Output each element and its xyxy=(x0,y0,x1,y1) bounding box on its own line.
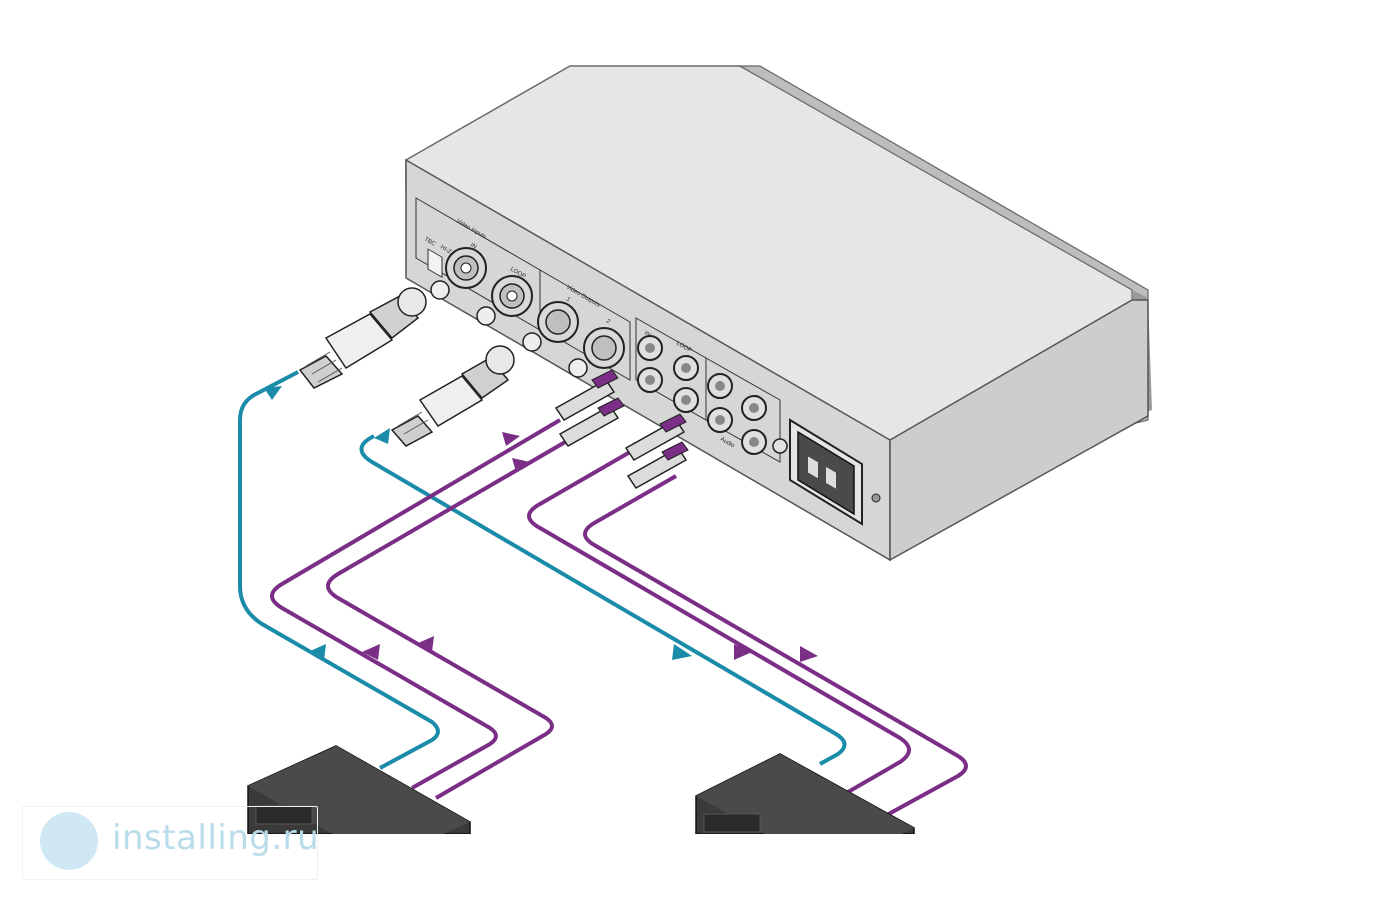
rca-plugs xyxy=(554,369,689,489)
scaler-device: Video Inputs Video Outputs TBC HI-Z IN L… xyxy=(405,65,1152,562)
rca-jack xyxy=(522,332,542,352)
bottom-mask xyxy=(190,834,1210,900)
bnc-plug-output xyxy=(390,345,515,447)
audio-input-cable-left xyxy=(270,418,562,790)
arrow-video-in-lower-icon xyxy=(308,644,326,660)
flow-arrows xyxy=(264,386,818,662)
termination-switch xyxy=(427,248,443,278)
audio-output-cable-left xyxy=(527,450,911,794)
arrow-audio-out-icon xyxy=(800,646,818,662)
power-inlet xyxy=(789,418,881,526)
video-input-cable xyxy=(238,370,440,770)
bnc-loop-connector xyxy=(491,275,533,317)
device-right-face xyxy=(889,299,1149,562)
video-outputs-frame xyxy=(539,269,631,381)
label-in: IN xyxy=(469,243,477,251)
bnc-plug-input xyxy=(298,287,427,389)
audio-outputs-frame xyxy=(705,357,781,463)
arrow-audio-in-upper-icon xyxy=(512,458,530,472)
bnc-in-connector xyxy=(445,247,487,289)
label-tbc: TBC xyxy=(423,237,437,249)
rca-jack xyxy=(430,280,450,300)
rca-jack xyxy=(476,306,496,326)
source-device-left xyxy=(247,745,471,862)
bnc-out1-connector xyxy=(537,301,579,343)
bnc-out2-connector xyxy=(583,327,625,369)
watermark-box xyxy=(22,806,318,880)
arrow-video-out-lower-icon xyxy=(672,644,692,660)
bee-logo-icon xyxy=(40,812,98,870)
arrow-audio-out-icon xyxy=(734,644,752,660)
arrow-audio-in-icon xyxy=(416,636,434,652)
label-hiz: HI-Z xyxy=(439,245,452,256)
audio-input-cable-right xyxy=(326,414,612,800)
arrow-video-in-icon xyxy=(264,386,282,400)
label-out-2: 2 xyxy=(605,319,611,326)
watermark-text: installing.ru xyxy=(112,818,320,858)
video-output-cable xyxy=(359,434,847,766)
arrow-video-out-icon xyxy=(374,428,390,444)
arrow-audio-in-icon xyxy=(362,644,380,660)
audio-output-cable-right xyxy=(583,474,968,824)
arrow-audio-in-upper-icon xyxy=(502,432,520,446)
rca-jack xyxy=(568,358,588,378)
audio-rca-jacks xyxy=(637,335,788,455)
label-audio-in: IN xyxy=(643,331,651,339)
label-out-1: 1 xyxy=(565,297,571,304)
